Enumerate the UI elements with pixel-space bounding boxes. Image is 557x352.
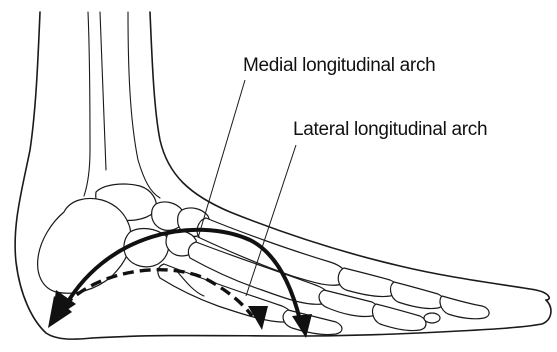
- phalanx: [338, 268, 397, 297]
- phalanx: [391, 282, 444, 309]
- medial-arch-label: Medial longitudinal arch: [243, 56, 435, 75]
- lateral-arch-label: Lateral longitudinal arch: [293, 120, 487, 139]
- sesamoid: [424, 313, 440, 323]
- lateral-arch-arrowhead-right: [248, 306, 268, 330]
- fibula: [84, 12, 90, 196]
- phalanx: [373, 304, 426, 331]
- leg-bones: [84, 12, 160, 198]
- phalanx: [440, 296, 489, 319]
- tibia-back: [100, 12, 106, 170]
- phalanx: [283, 310, 342, 335]
